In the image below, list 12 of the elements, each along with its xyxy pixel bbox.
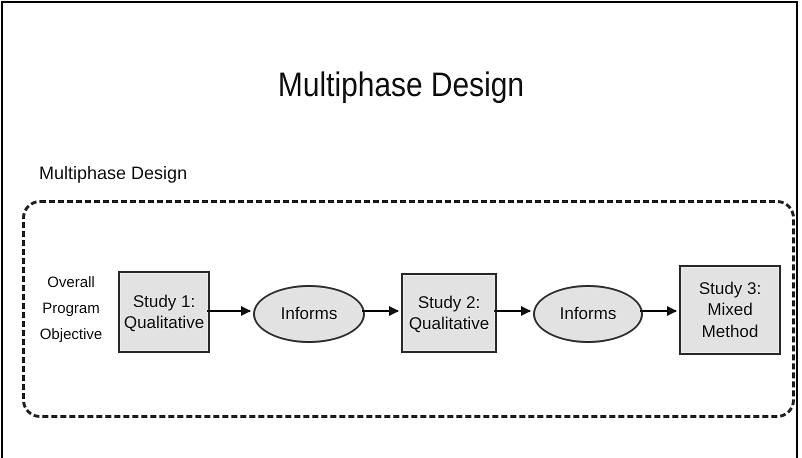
arrow — [207, 306, 251, 316]
group-heading: Multiphase Design — [39, 163, 188, 184]
study-box: Study 2: Qualitative — [401, 273, 497, 353]
process-ellipse: Informs — [533, 285, 643, 343]
study-box: Study 3: Mixed Method — [679, 265, 781, 355]
arrow — [640, 306, 677, 316]
arrow — [494, 306, 531, 316]
diagram-title: Multiphase Design — [276, 66, 526, 105]
objective-label: Overall Program Objective — [38, 272, 104, 346]
arrow — [362, 306, 399, 316]
study-box: Study 1: Qualitative — [118, 271, 210, 353]
process-ellipse: Informs — [253, 285, 365, 343]
